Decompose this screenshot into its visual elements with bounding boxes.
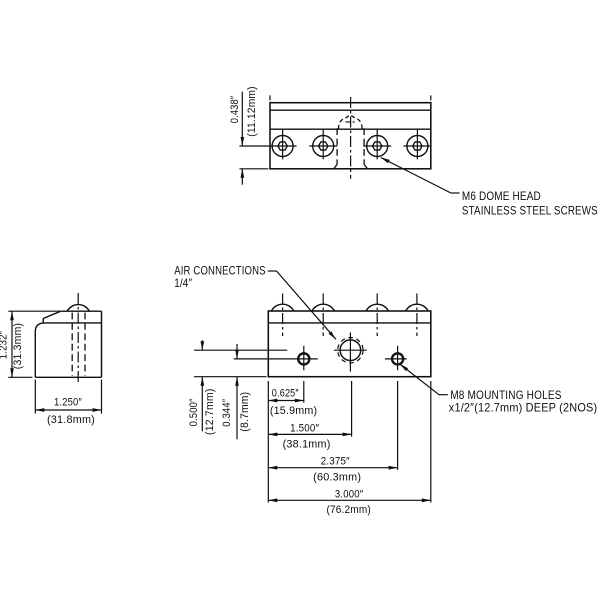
svg-text:(8.7mm): (8.7mm)	[239, 392, 251, 432]
svg-text:0.500″: 0.500″	[188, 398, 200, 426]
svg-text:1.250″: 1.250″	[54, 397, 82, 409]
svg-text:M8 MOUNTING HOLES: M8 MOUNTING HOLES	[450, 388, 562, 402]
svg-text:1/4″: 1/4″	[174, 276, 192, 290]
svg-text:(76.2mm): (76.2mm)	[326, 504, 371, 516]
svg-text:(12.7mm): (12.7mm)	[204, 388, 216, 435]
svg-text:(31.3mm): (31.3mm)	[12, 323, 24, 370]
svg-text:(11.12mm): (11.12mm)	[246, 86, 258, 137]
svg-text:1.232″: 1.232″	[0, 331, 9, 360]
svg-text:STAINLESS STEEL SCREWS: STAINLESS STEEL SCREWS	[462, 203, 598, 217]
svg-text:1.500″: 1.500″	[290, 423, 319, 435]
svg-text:0.344″: 0.344″	[221, 399, 233, 427]
svg-text:(60.3mm): (60.3mm)	[313, 472, 361, 484]
svg-text:x1/2″(12.7mm) DEEP (2NOS): x1/2″(12.7mm) DEEP (2NOS)	[449, 400, 598, 414]
svg-text:M6 DOME HEAD: M6 DOME HEAD	[462, 189, 541, 203]
svg-text:(38.1mm): (38.1mm)	[283, 439, 331, 451]
svg-text:3.000″: 3.000″	[335, 488, 364, 500]
svg-text:AIR CONNECTIONS: AIR CONNECTIONS	[174, 263, 266, 277]
svg-text:2.375″: 2.375″	[321, 456, 350, 468]
svg-text:(15.9mm): (15.9mm)	[270, 405, 318, 417]
svg-text:0.438″: 0.438″	[229, 96, 241, 124]
svg-text:0.625″: 0.625″	[272, 388, 299, 400]
svg-text:(31.8mm): (31.8mm)	[47, 414, 95, 426]
